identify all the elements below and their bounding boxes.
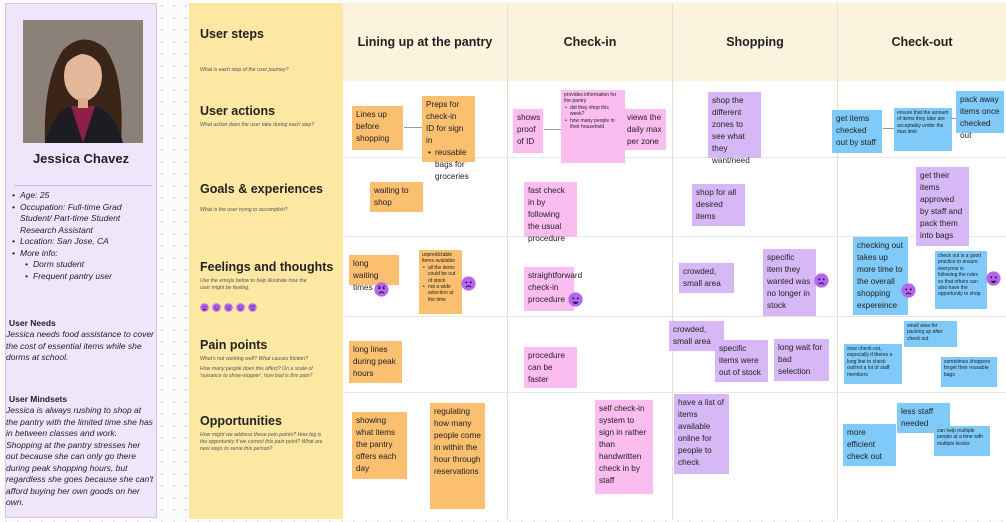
- very-happy-emoji-icon: [986, 271, 1001, 286]
- fact-occupation: Occupation: Full-time Grad Student/ Part…: [11, 202, 155, 237]
- stage-check-in: Check-in: [508, 3, 672, 81]
- neutral-emoji-icon: [224, 303, 233, 312]
- sticky-note: less staff needed: [897, 403, 950, 433]
- persona-photo: [23, 20, 143, 143]
- sticky-note: self check-in system to sign in rather t…: [595, 400, 653, 494]
- sad-emoji-icon: [461, 276, 476, 291]
- happy-emoji-icon: [212, 303, 221, 312]
- user-needs-text: Jessica needs food assistance to cover t…: [6, 329, 154, 362]
- sticky-note: long wait for bad selection: [774, 339, 829, 381]
- fact-more-info: More info:: [11, 248, 155, 260]
- sticky-note: specific item they wanted was no longer …: [763, 249, 816, 316]
- sticky-note: get their items approved by staff and pa…: [916, 167, 969, 246]
- row-goals: Goals & experiences What is the user try…: [200, 182, 323, 213]
- persona-panel: Jessica Chavez Age: 25 Occupation: Full-…: [5, 3, 157, 518]
- sad-emoji-icon: [814, 273, 829, 288]
- sticky-note: shop for all desired items: [692, 184, 745, 226]
- sticky-note: specific items were out of stock: [715, 340, 768, 382]
- sad-emoji-icon: [901, 283, 916, 298]
- emoji-legend: [200, 303, 257, 312]
- angry-emoji-icon: [374, 282, 389, 297]
- stage-shopping: Shopping: [673, 3, 837, 81]
- sticky-note: crowded, small area: [679, 263, 734, 293]
- sticky-note: sometimes shoppers forget their reusable…: [941, 357, 997, 387]
- very-happy-emoji-icon: [568, 292, 583, 307]
- sticky-note: have a list of items available online fo…: [674, 394, 729, 474]
- sticky-note: provides information for the pantry did …: [561, 90, 625, 163]
- stage-check-out: Check-out: [838, 3, 1006, 81]
- sad-emoji-icon: [236, 303, 245, 312]
- sticky-note: Lines up before shopping: [352, 106, 403, 150]
- sticky-note: more efficient check out: [843, 424, 896, 466]
- column-divider: [837, 3, 838, 519]
- sticky-note: long lines during peak hours: [349, 341, 402, 383]
- row-feelings: Feelings and thoughts Use the emojis bel…: [200, 260, 334, 291]
- row-pain-points: Pain points What's not working well? Wha…: [200, 338, 313, 379]
- row-divider: [343, 392, 1006, 393]
- connector-line: [404, 127, 422, 128]
- sticky-note: fast check in by following the usual pro…: [524, 182, 577, 243]
- row-opportunities: Opportunities How might we address these…: [200, 414, 323, 452]
- connector-line: [544, 129, 561, 130]
- persona-name: Jessica Chavez: [32, 151, 130, 166]
- connector-line: [951, 118, 956, 119]
- sticky-note: regulating how many people come in withi…: [430, 403, 485, 509]
- sticky-note: waiting to shop: [370, 182, 423, 212]
- sticky-note: get items checked out by staff: [832, 110, 882, 153]
- sticky-note: views the daily max per zone: [623, 109, 666, 150]
- row-user-actions: User actions What action does the user t…: [200, 104, 315, 128]
- connector-line: [883, 128, 895, 129]
- sticky-note: checking out takes up more time to the o…: [853, 237, 908, 315]
- sticky-note: unpredictable items available all the it…: [419, 250, 462, 314]
- sticky-note: crowded, small area: [669, 321, 724, 351]
- persona-divider: [14, 185, 152, 186]
- persona-facts: Age: 25 Occupation: Full-time Grad Stude…: [11, 190, 155, 282]
- angry-emoji-icon: [248, 303, 257, 312]
- column-divider: [672, 3, 673, 519]
- stage-lining-up: Lining up at the pantry: [343, 3, 507, 81]
- fact-location: Location: San Jose, CA: [11, 236, 155, 248]
- column-divider: [507, 3, 508, 519]
- user-mindsets-title: User Mindsets: [9, 394, 68, 404]
- sticky-note: check out is a good practice to ensure e…: [935, 251, 987, 309]
- fact-dorm: Dorm student: [11, 259, 155, 271]
- fact-age: Age: 25: [11, 190, 155, 202]
- sticky-note: procedure can be faster: [524, 347, 577, 388]
- journey-map-board: Lining up at the pantry Check-in Shoppin…: [189, 3, 1006, 519]
- row-divider: [343, 316, 1006, 317]
- sticky-note: can help multiple people at a time with …: [934, 426, 990, 456]
- row-divider: [343, 157, 1006, 158]
- sticky-note: slow check-out, especially if theres a l…: [844, 344, 902, 384]
- sticky-note: shop the different zones to see what the…: [708, 92, 761, 165]
- row-divider: [343, 236, 1006, 237]
- row-label-column: [189, 3, 343, 519]
- sticky-note: pack away items once checked out: [956, 91, 1004, 140]
- row-user-steps: User steps What is each step of the user…: [200, 27, 289, 73]
- sticky-note: straightforward check-in procedure: [524, 267, 582, 311]
- sticky-note: showing what items the pantry offers eac…: [352, 412, 407, 479]
- sticky-note: shows proof of ID: [513, 109, 543, 153]
- sticky-note: Preps for check-in ID for sign in reusab…: [422, 96, 475, 181]
- sticky-note: small area for packing up after check ou…: [904, 321, 957, 347]
- user-mindsets-text: Jessica is always rushing to shop at the…: [6, 405, 154, 507]
- fact-frequent: Frequent pantry user: [11, 271, 155, 283]
- very-happy-emoji-icon: [200, 303, 209, 312]
- user-needs-title: User Needs: [9, 318, 56, 328]
- sticky-note: ensure that the amount of items they tak…: [894, 108, 952, 151]
- sticky-note: long waiting times: [349, 255, 399, 292]
